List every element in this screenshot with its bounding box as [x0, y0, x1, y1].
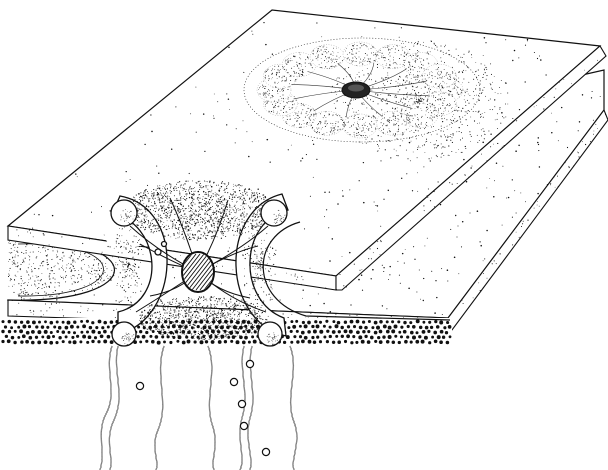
granule	[155, 249, 161, 255]
substrate-layer	[0, 318, 452, 346]
fiber-bead	[238, 400, 245, 407]
fiber-beads	[136, 360, 269, 455]
fiber-bead	[262, 448, 269, 455]
fiber-bead	[246, 360, 253, 367]
granule	[111, 200, 137, 226]
fiber-bead	[240, 422, 247, 429]
fiber-bead	[230, 378, 237, 385]
granule	[112, 322, 136, 346]
granule	[258, 322, 282, 346]
granule	[162, 242, 167, 247]
fiber-bead	[136, 382, 143, 389]
